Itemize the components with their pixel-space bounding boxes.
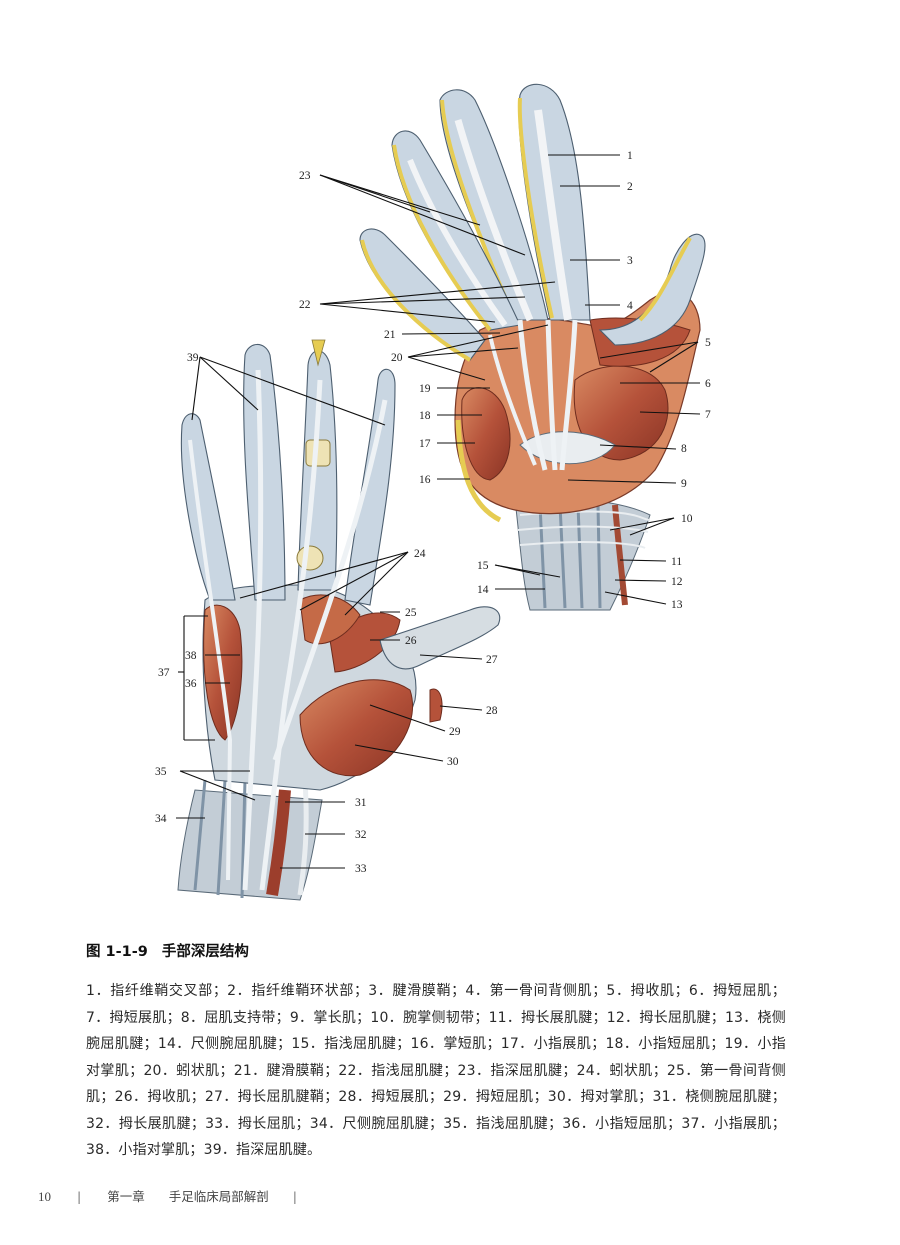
label-25: 25	[405, 607, 417, 619]
lower-hand-leader-lines	[176, 356, 483, 869]
label-12: 12	[671, 576, 683, 588]
label-29: 29	[449, 726, 461, 738]
label-11: 11	[671, 556, 682, 568]
label-14: 14	[477, 584, 489, 596]
label-35: 35	[155, 766, 167, 778]
label-33: 33	[355, 863, 367, 875]
label-18: 18	[419, 410, 431, 422]
footer-separator-2: |	[292, 1189, 297, 1204]
lower-left-hand-illustration	[176, 339, 501, 901]
label-26: 26	[405, 635, 417, 647]
label-4: 4	[627, 300, 633, 312]
label-19: 19	[419, 383, 431, 395]
upper-right-hand-illustration	[319, 83, 706, 611]
label-1: 1	[627, 150, 633, 162]
label-9: 9	[681, 478, 687, 490]
label-15: 15	[477, 560, 489, 572]
chapter-title: 手足临床局部解剖	[168, 1189, 269, 1204]
upper-hand-leader-lines	[319, 154, 701, 605]
label-21: 21	[384, 329, 396, 341]
label-28: 28	[486, 705, 498, 717]
label-36: 36	[185, 678, 197, 690]
label-24: 24	[414, 548, 426, 560]
label-10: 10	[681, 513, 693, 525]
figure-labels: 1 2 3 4 5 6 7 8 9 10 11 12 13 14 15 16 1…	[155, 150, 711, 875]
anatomy-figure: 1 2 3 4 5 6 7 8 9 10 11 12 13 14 15 16 1…	[155, 83, 711, 901]
label-31: 31	[355, 797, 367, 809]
figure-legend: 1．指纤维鞘交叉部；2．指纤维鞘环状部；3．腱滑膜鞘；4．第一骨间背侧肌；5．拇…	[86, 983, 786, 1158]
label-17: 17	[419, 438, 431, 450]
page-number: 10	[38, 1189, 51, 1204]
label-2: 2	[627, 181, 633, 193]
label-34: 34	[155, 813, 167, 825]
chapter-label: 第一章	[107, 1189, 145, 1204]
label-6: 6	[705, 378, 711, 390]
label-3: 3	[627, 255, 633, 267]
label-39: 39	[187, 352, 199, 364]
footer-separator-1: |	[76, 1189, 82, 1204]
label-7: 7	[705, 409, 711, 421]
label-20: 20	[391, 352, 403, 364]
label-30: 30	[447, 756, 459, 768]
page-footer: 10 | 第一章 手足临床局部解剖 |	[38, 1186, 319, 1205]
label-16: 16	[419, 474, 431, 486]
label-22: 22	[299, 299, 311, 311]
label-23: 23	[299, 170, 311, 182]
label-8: 8	[681, 443, 687, 455]
label-27: 27	[486, 654, 498, 666]
label-5: 5	[705, 337, 711, 349]
figure-title: 手部深层结构	[161, 944, 249, 960]
figure-number: 图 1-1-9	[86, 944, 148, 960]
label-13: 13	[671, 599, 683, 611]
label-38: 38	[185, 650, 197, 662]
label-32: 32	[355, 829, 367, 841]
figure-caption-title: 图 1-1-9 手部深层结构	[86, 940, 263, 961]
label-37: 37	[158, 667, 170, 679]
